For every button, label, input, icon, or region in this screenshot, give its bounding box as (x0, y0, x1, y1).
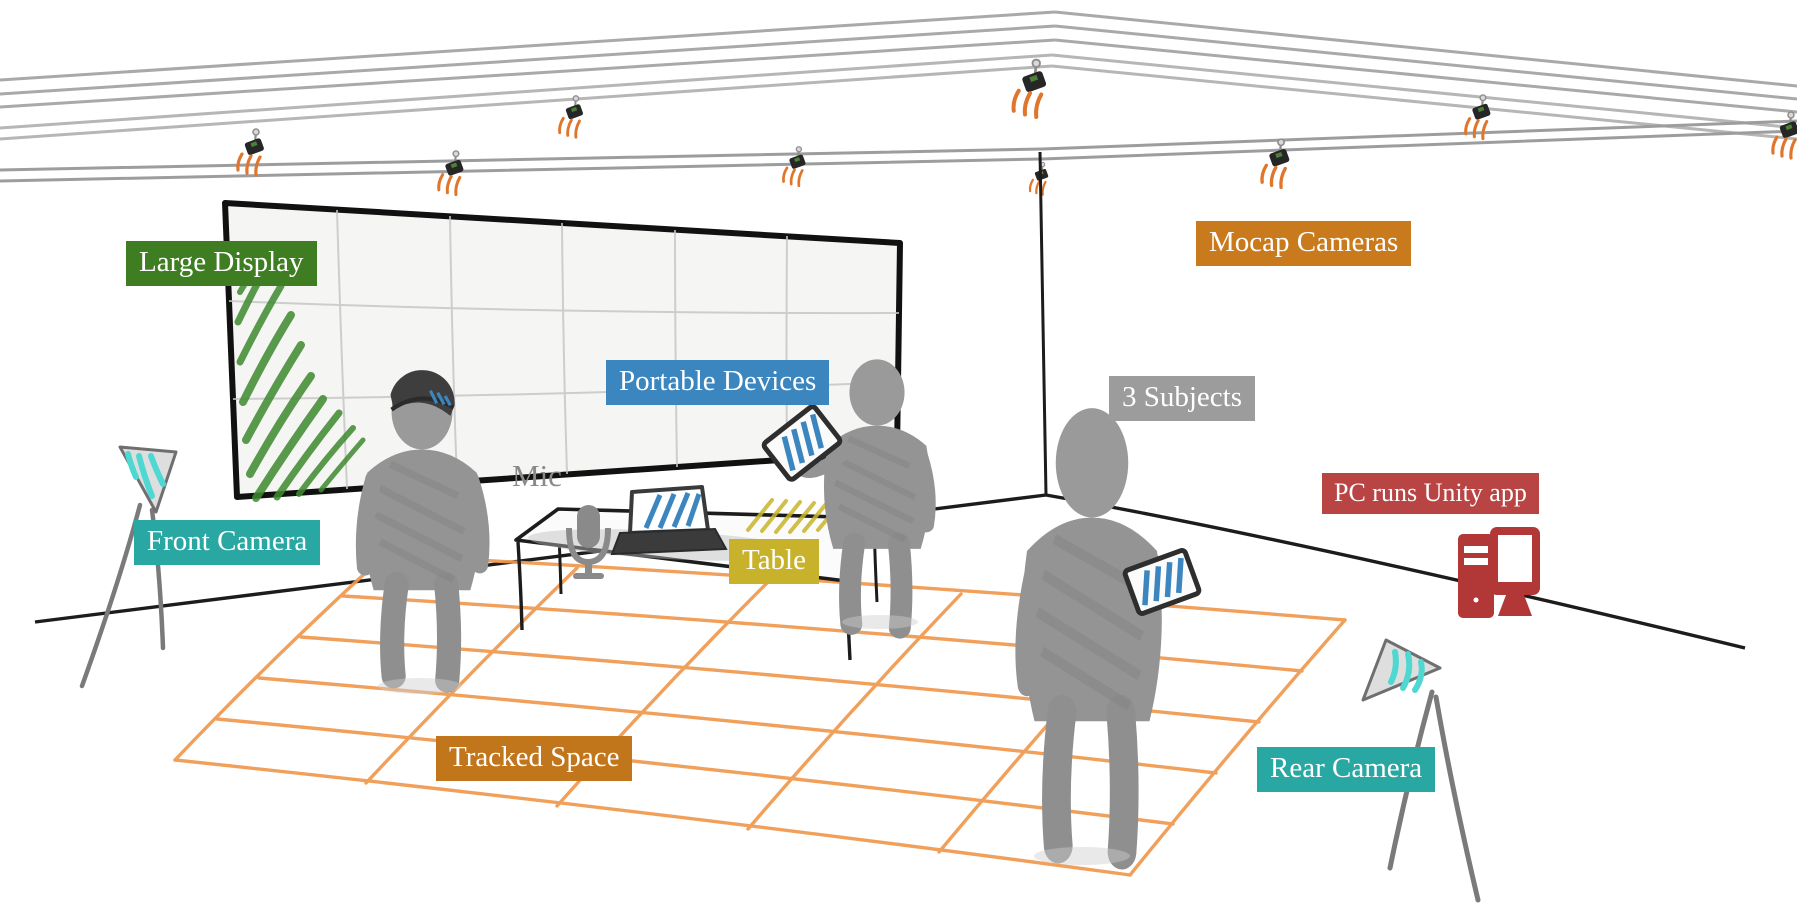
ceiling-truss (0, 10, 1797, 183)
tripod (79, 502, 143, 689)
mocap-camera-icon (1771, 110, 1797, 160)
label-tracked-space: Tracked Space (436, 736, 633, 781)
label-mic: Mic (512, 458, 562, 493)
mocap-camera-icon (236, 127, 267, 177)
label-pc-runs-unity-app: PC runs Unity app (1322, 473, 1539, 514)
front-camera-icon (79, 445, 178, 689)
person-figure (1022, 408, 1166, 852)
label-portable-devices: Portable Devices (606, 360, 830, 405)
headset-cap (390, 370, 455, 416)
label-table: Table (729, 539, 819, 584)
label-mocap-cameras: Mocap Cameras (1196, 221, 1412, 266)
person-figure (363, 370, 481, 680)
floor-line-right (1045, 493, 1746, 650)
label-3-subjects: 3 Subjects (1109, 376, 1256, 421)
room-corner-line (1038, 151, 1048, 496)
mocap-camera-icon (1260, 137, 1292, 190)
mocap-camera-icon (558, 94, 586, 139)
label-front-camera: Front Camera (134, 520, 321, 565)
rear-camera-icon (1361, 638, 1481, 903)
pc-icon (1458, 527, 1540, 618)
tripod (1433, 694, 1481, 903)
ground-shadows (378, 615, 1130, 865)
label-rear-camera: Rear Camera (1257, 747, 1436, 792)
laptop-icon (610, 485, 728, 556)
label-large-display: Large Display (126, 241, 317, 286)
mic-icon (566, 505, 611, 579)
